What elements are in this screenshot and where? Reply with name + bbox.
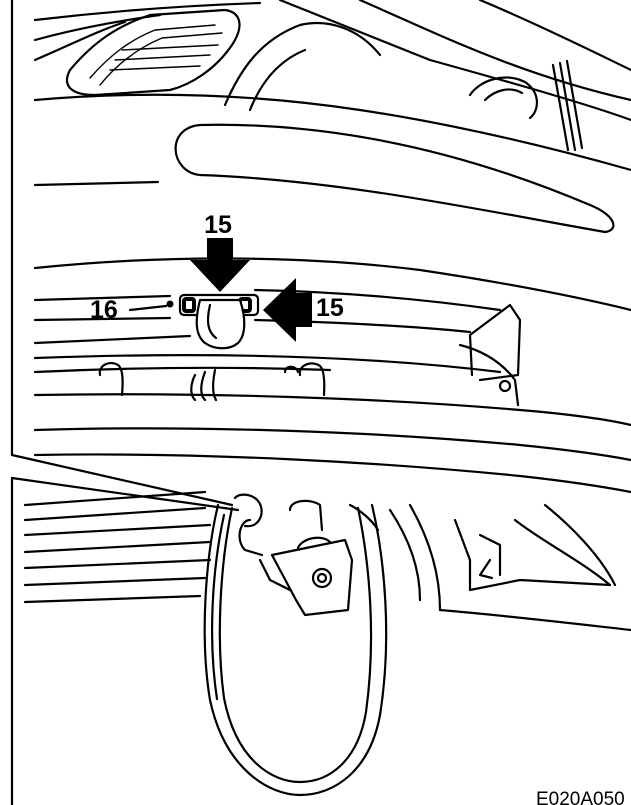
pointer-dot: [166, 300, 174, 308]
connector-clip: [166, 293, 260, 350]
bumper-contour-lines: [33, 180, 631, 494]
callout-15-top: 15: [204, 211, 232, 239]
arrow-left-15: [263, 278, 312, 342]
callout-16-leader: [128, 304, 168, 312]
grille-bar-assembly: [33, 303, 522, 407]
wiring-harness-loop: [203, 503, 388, 797]
callout-16: 16: [90, 296, 118, 324]
mounting-bracket: [233, 493, 380, 617]
side-panel-curve: [223, 21, 584, 152]
arrow-down-15: [190, 238, 250, 292]
callout-15-right: 15: [316, 294, 344, 322]
air-vent-opening: [65, 8, 241, 97]
light-slot: [174, 123, 615, 234]
bumper-upper-body: [33, 0, 631, 172]
figure-reference: E020A050: [536, 789, 625, 805]
lower-right-panel: [388, 503, 631, 632]
lower-grille-slats: [23, 490, 212, 604]
inset-frame: [10, 0, 240, 805]
